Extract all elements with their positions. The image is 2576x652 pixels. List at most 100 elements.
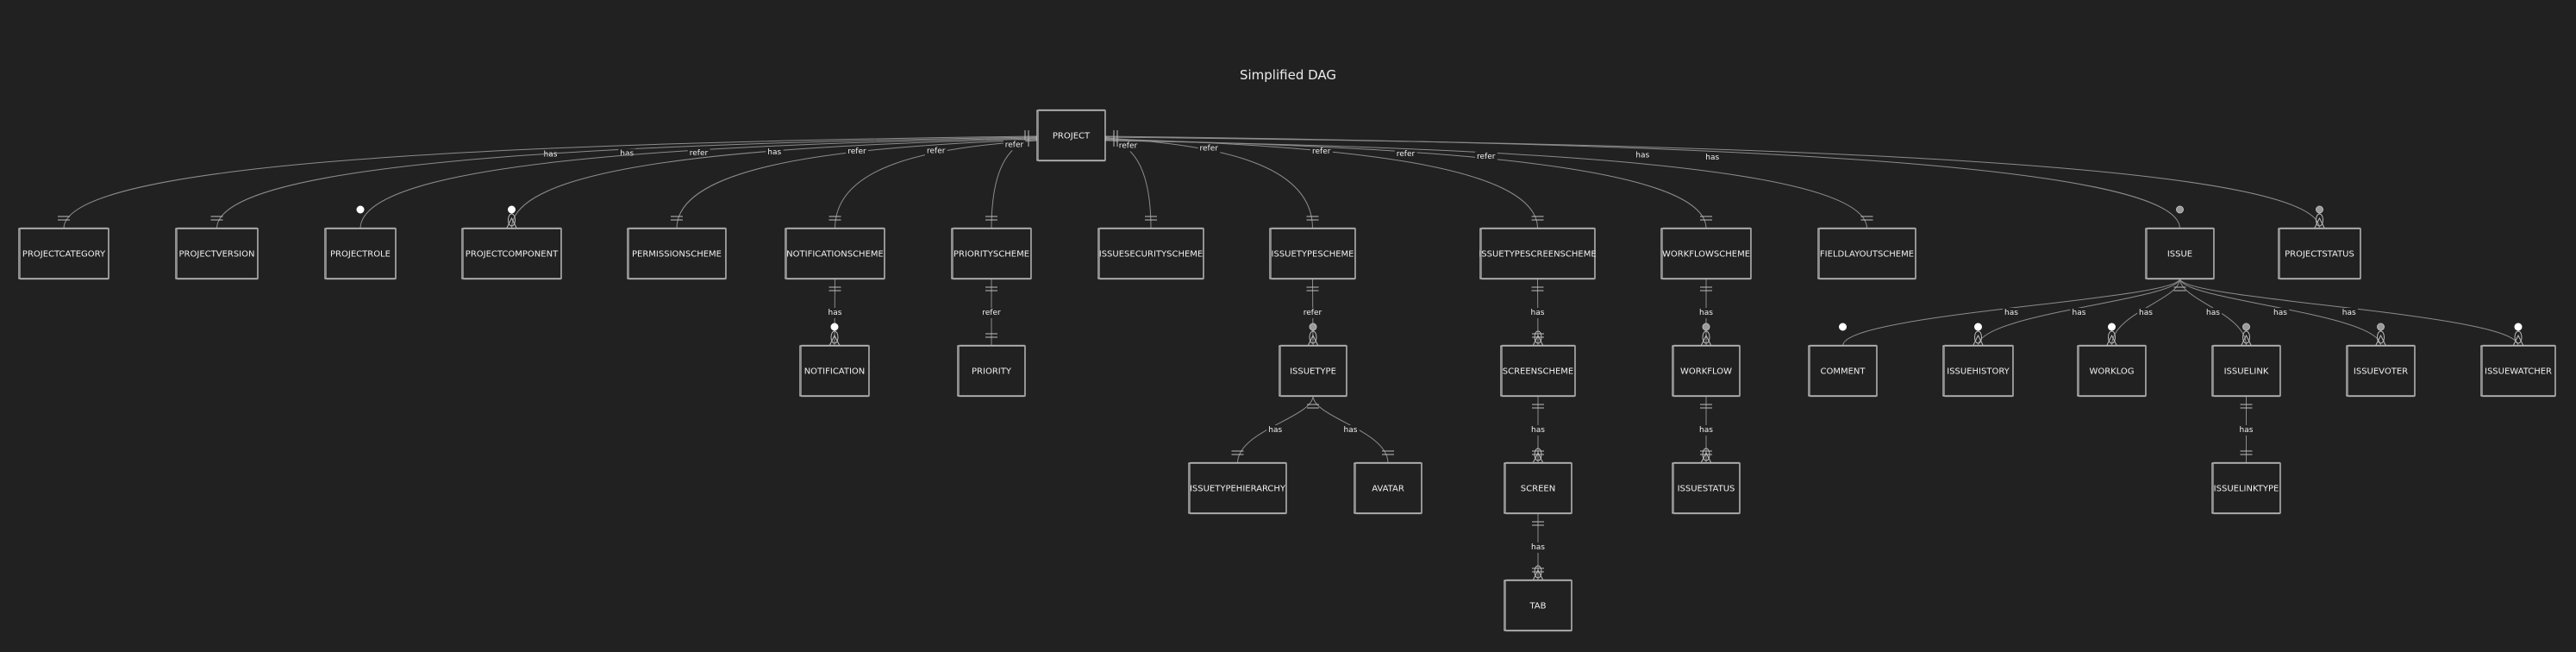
entity-box-sketch — [2213, 461, 2280, 515]
edge-label: refer — [1005, 141, 1024, 150]
entity-label: FIELDLAYOUTSCHEME — [1820, 250, 1914, 260]
edge-label: refer — [982, 309, 1001, 317]
entity-label: PROJECT — [1053, 132, 1091, 141]
edge-label: has — [2273, 309, 2287, 317]
entity-label: SCREEN — [1521, 485, 1555, 494]
entity-box — [1097, 228, 1204, 279]
entity-issue: ISSUE — [2145, 227, 2215, 280]
edge-project-issuesecurityscheme: refer — [1104, 131, 1157, 229]
entity-box-sketch — [1673, 461, 1740, 515]
entity-issuelinktype: ISSUELINKTYPE — [2211, 461, 2281, 515]
edge-label: has — [2004, 309, 2018, 317]
entity-box-sketch — [20, 227, 109, 280]
edge-issuetype-issuetypehierarchy: has — [1231, 395, 1319, 464]
entity-box-sketch — [959, 344, 1025, 398]
entity-box — [957, 345, 1026, 397]
edge-label: refer — [1200, 144, 1219, 153]
diagram-title: Simplified DAG — [1240, 67, 1336, 83]
edge-project-permissionscheme: refer — [671, 134, 1038, 229]
edge-label: has — [2073, 309, 2086, 317]
entity-box — [1942, 345, 2014, 397]
entity-box-sketch — [326, 227, 396, 280]
edge-label: has — [2139, 309, 2153, 317]
entity-label: PRIORITYSCHEME — [953, 250, 1029, 260]
edge-workflowscheme-workflow: has — [1698, 279, 1716, 347]
entity-label: TAB — [1529, 602, 1546, 611]
entity-label: ISSUESECURITYSCHEME — [1099, 250, 1203, 260]
entity-projectstatus: PROJECTSTATUS — [2278, 227, 2361, 280]
entity-label: WORKLOG — [2089, 367, 2134, 377]
relationship-edges: has has refer has refer refer refer refer refer r… — [58, 130, 2524, 581]
entity-label: WORKFLOWSCHEME — [1662, 250, 1750, 260]
entity-label: ISSUEVOTER — [2354, 367, 2408, 377]
edge-label: has — [1531, 309, 1545, 317]
edge-label: refer — [690, 149, 709, 158]
entity-issuesecurityscheme: ISSUESECURITYSCHEME — [1097, 227, 1204, 280]
edge-project-projectstatus: has — [1104, 131, 2325, 229]
edge-label: refer — [1304, 309, 1322, 317]
edge-label: has — [1699, 309, 1713, 317]
entity-box — [2480, 345, 2556, 397]
entity-box-sketch — [1481, 227, 1595, 280]
entity-label: NOTIFICATION — [804, 367, 866, 377]
entity-screenscheme: SCREENSCHEME — [1500, 344, 1576, 398]
entity-label: ISSUETYPESCREENSCHEME — [1479, 250, 1596, 260]
entity-label: SCREENSCHEME — [1503, 367, 1574, 377]
edge-issuetypescreenscheme-screenscheme: has — [1529, 278, 1547, 347]
entity-projectcategory: PROJECTCATEGORY — [18, 227, 109, 280]
edge-label: has — [620, 150, 634, 159]
entity-issuewatcher: ISSUEWATCHER — [2480, 344, 2556, 398]
edge-label: refer — [1312, 147, 1331, 156]
entity-box — [2346, 345, 2416, 397]
edge-label: refer — [1477, 153, 1496, 161]
entity-box-sketch — [1355, 461, 1422, 515]
entity-box-sketch — [2348, 344, 2415, 398]
entity-workflow: WORKFLOW — [1672, 344, 1741, 398]
edge-label: refer — [1397, 150, 1416, 159]
entity-box — [627, 228, 727, 279]
edge-screenscheme-screen: has — [1529, 396, 1547, 464]
entity-box — [799, 345, 870, 397]
entity-comment: COMMENT — [1808, 344, 1878, 398]
entity-label: NOTIFICATIONSCHEME — [786, 250, 884, 260]
entity-box — [1660, 228, 1752, 279]
entity-screen: SCREEN — [1504, 461, 1572, 515]
entity-box — [1036, 110, 1106, 161]
edge-label: refer — [847, 147, 866, 156]
edge-project-projectcategory: has — [58, 130, 1038, 229]
entity-box — [1808, 345, 1878, 397]
entity-permissionscheme: PERMISSIONSCHEME — [627, 227, 727, 280]
entity-box-sketch — [1505, 461, 1572, 515]
entity-box — [1817, 228, 1916, 279]
entity-box-sketch — [1944, 344, 2013, 398]
edge-project-projectversion: has — [210, 131, 1038, 229]
entity-box-sketch — [628, 227, 726, 280]
entity-box-sketch — [786, 227, 885, 280]
entity-box — [2278, 228, 2361, 279]
edge-screen-tab: has — [1529, 513, 1547, 581]
entity-label: ISSUETYPE — [1290, 367, 1336, 377]
entity-box — [2211, 345, 2281, 397]
edge-label: has — [1635, 151, 1649, 160]
edge-label: refer — [1119, 142, 1138, 151]
entity-box-sketch — [2213, 344, 2280, 398]
edge-label: has — [1699, 426, 1713, 435]
entity-box — [175, 228, 259, 279]
entity-box — [1188, 462, 1287, 514]
entity-box — [1279, 345, 1347, 397]
entity-box-sketch — [463, 227, 561, 280]
edge-label: has — [1531, 426, 1545, 435]
entity-label: PERMISSIONSCHEME — [632, 250, 722, 260]
entity-label: ISSUE — [2167, 250, 2192, 260]
entity-box — [461, 228, 562, 279]
entity-issuetypehierarchy: ISSUETYPEHIERARCHY — [1188, 461, 1287, 515]
entity-box — [1672, 462, 1741, 514]
entity-label: ISSUESTATUS — [1678, 485, 1735, 494]
entity-box-sketch — [1505, 579, 1572, 632]
entity-box-sketch — [1502, 344, 1575, 398]
edge-issuelink-issuelinktype: has — [2237, 396, 2255, 463]
entity-box-sketch — [1099, 227, 1204, 280]
edge-issuetypescheme-issuetype: refer — [1301, 278, 1324, 347]
entity-issuestatus: ISSUESTATUS — [1672, 461, 1741, 515]
